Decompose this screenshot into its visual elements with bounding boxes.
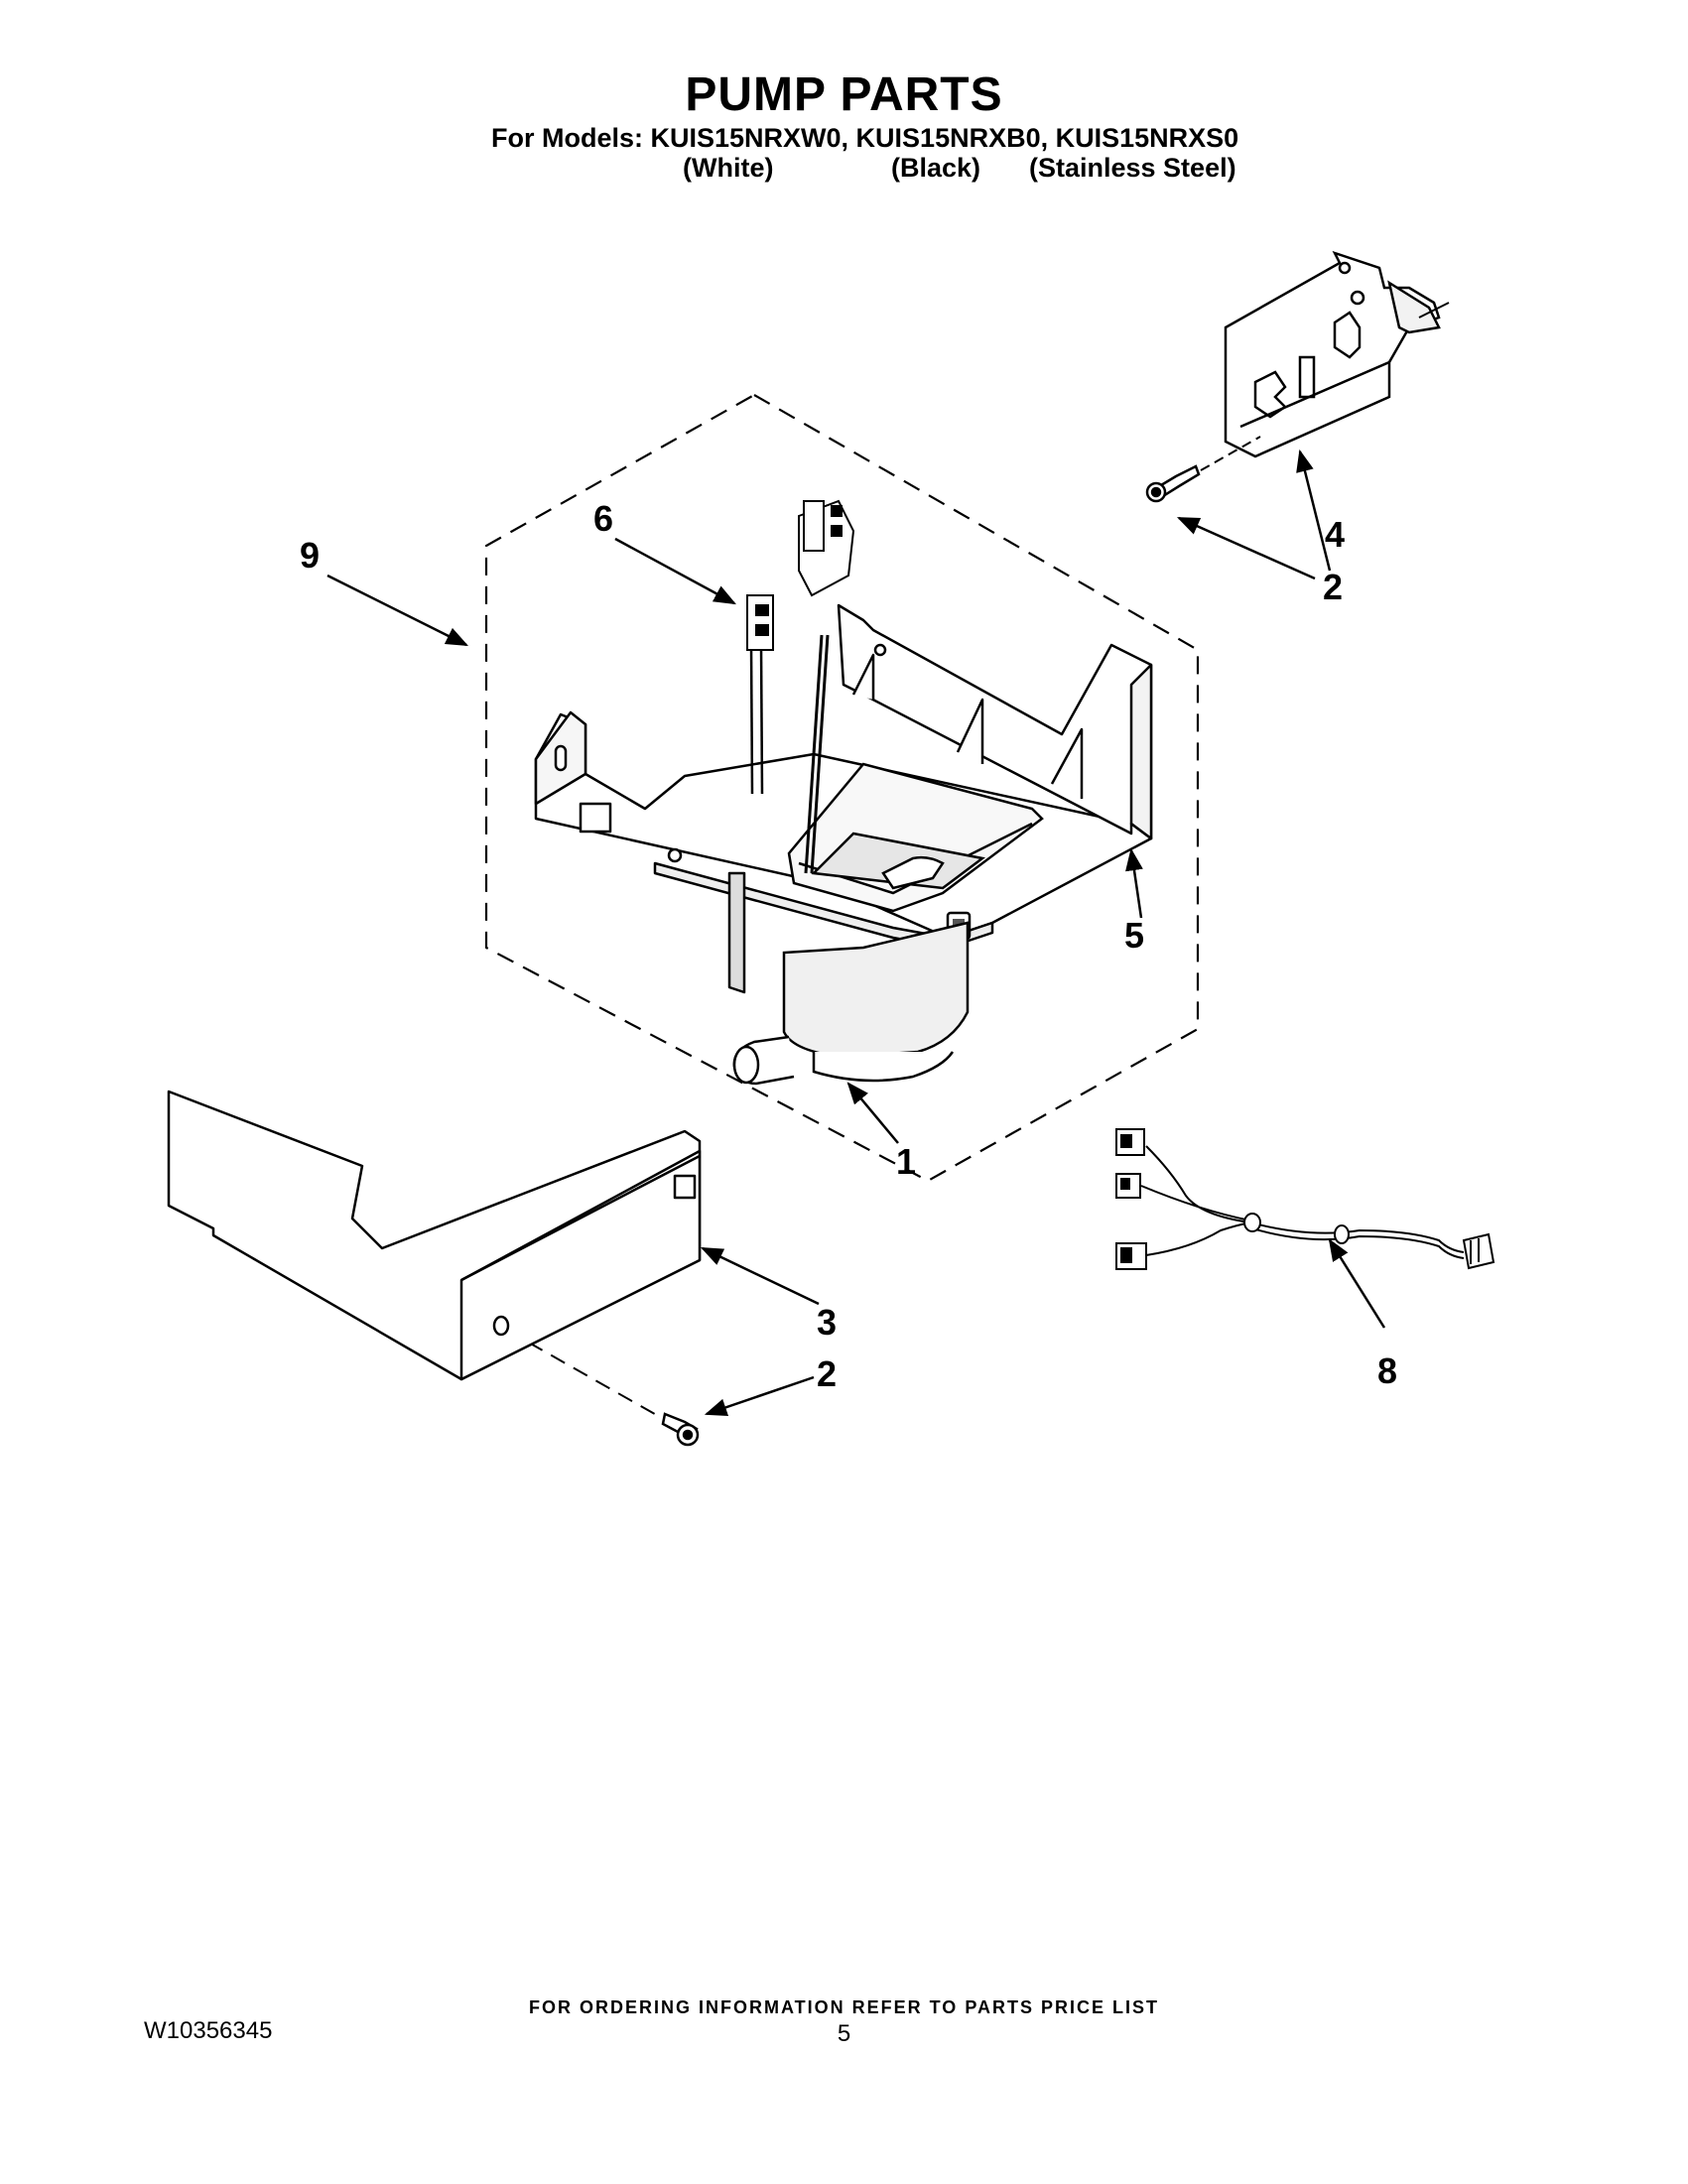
wire-harness [1115,1128,1495,1270]
pump-wires [746,499,855,874]
color-stainless: (Stainless Steel) [1029,153,1236,183]
model-colors: (White) (Black) (Stainless Steel) [0,153,1688,187]
page-title: PUMP PARTS [685,68,1003,121]
page-number: 5 [837,2020,851,2047]
pump-cover-panel [167,1090,702,1381]
color-white: (White) [683,153,774,183]
pump [732,762,1044,1086]
color-black: (Black) [891,153,981,183]
callout-6: 6 [593,498,613,539]
callout-4: 4 [1325,514,1345,555]
screw-upper [1145,436,1261,503]
callout-1: 1 [896,1141,916,1182]
screw-lower [505,1329,700,1447]
pump-assembly-outline [484,393,1200,1183]
callout-2-upper: 2 [1323,567,1343,607]
models-line: For Models: KUIS15NRXW0, KUIS15NRXB0, KU… [491,123,1239,153]
mounting-bracket [1224,250,1450,458]
callout-2-lower: 2 [817,1353,837,1394]
callout-9: 9 [300,535,320,576]
ordering-info-note: FOR ORDERING INFORMATION REFER TO PARTS … [528,1997,1159,2017]
document-number: W10356345 [144,2017,273,2044]
callout-8: 8 [1377,1350,1397,1391]
callout-3: 3 [817,1302,837,1343]
callout-5: 5 [1124,915,1144,956]
leader-arrows [326,449,1386,1416]
